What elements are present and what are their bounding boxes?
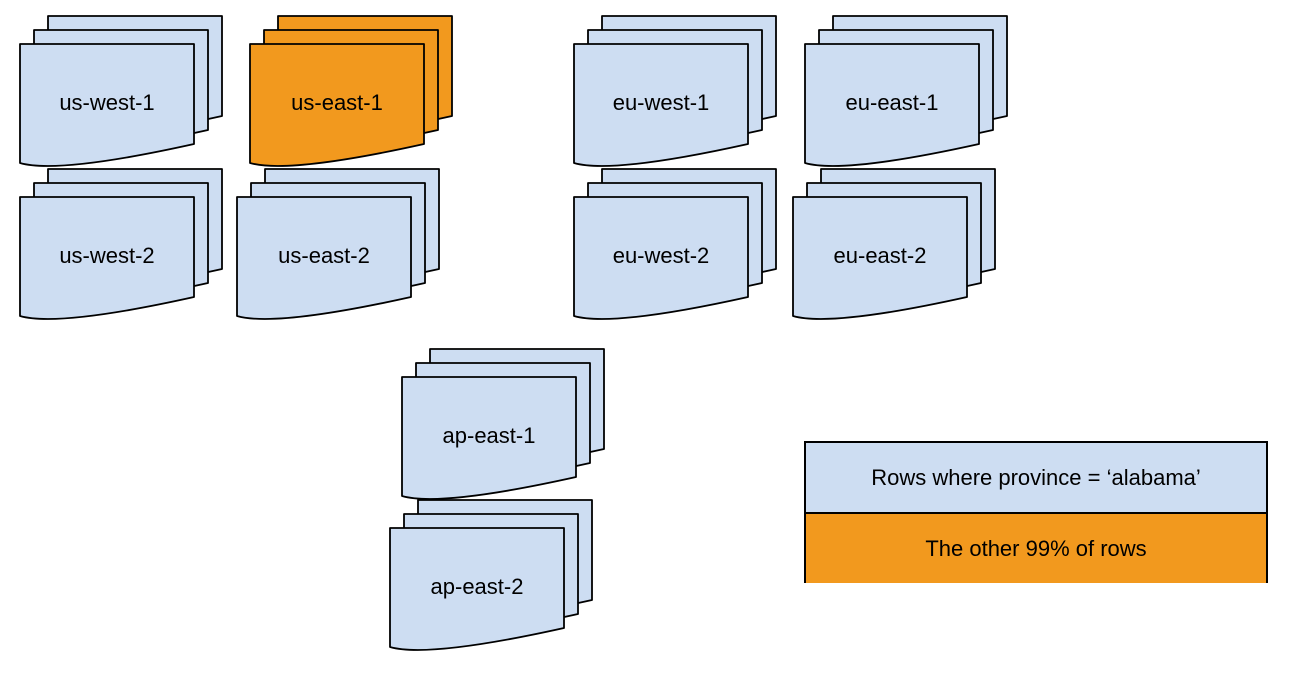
legend-box: Rows where province = ‘alabama’ The othe… [804, 441, 1268, 583]
region-label: us-east-2 [278, 243, 370, 268]
region-stack-us-east-2: us-east-2 [236, 168, 440, 321]
region-stack-ap-east-2: ap-east-2 [389, 499, 593, 652]
document-stack-icon [389, 499, 593, 651]
region-stack-us-east-1: us-east-1 [249, 15, 453, 168]
region-label: us-west-2 [59, 243, 155, 268]
document-stack-icon [236, 168, 440, 320]
document-stack-icon [792, 168, 996, 320]
document-stack-icon [573, 168, 777, 320]
document-stack-icon [804, 15, 1008, 167]
region-label: eu-west-1 [612, 90, 710, 115]
region-label: us-west-1 [59, 90, 155, 115]
region-label: eu-east-1 [845, 90, 939, 115]
legend-item-other-rows: The other 99% of rows [806, 512, 1266, 583]
region-label: eu-west-2 [612, 243, 710, 268]
region-stack-us-west-1: us-west-1 [19, 15, 223, 168]
region-stack-ap-east-1: ap-east-1 [401, 348, 605, 501]
region-label: us-east-1 [291, 90, 383, 115]
region-stack-eu-west-1: eu-west-1 [573, 15, 777, 168]
legend-item-alabama-rows: Rows where province = ‘alabama’ [806, 443, 1266, 512]
region-label: ap-east-1 [442, 423, 536, 448]
document-stack-icon [19, 15, 223, 167]
region-label: ap-east-2 [430, 574, 524, 599]
region-stack-eu-west-2: eu-west-2 [573, 168, 777, 321]
document-stack-icon [573, 15, 777, 167]
document-stack-icon [401, 348, 605, 500]
region-stack-us-west-2: us-west-2 [19, 168, 223, 321]
region-label: eu-east-2 [833, 243, 927, 268]
document-stack-icon [249, 15, 453, 167]
document-stack-icon [19, 168, 223, 320]
region-stack-eu-east-1: eu-east-1 [804, 15, 1008, 168]
region-stack-eu-east-2: eu-east-2 [792, 168, 996, 321]
